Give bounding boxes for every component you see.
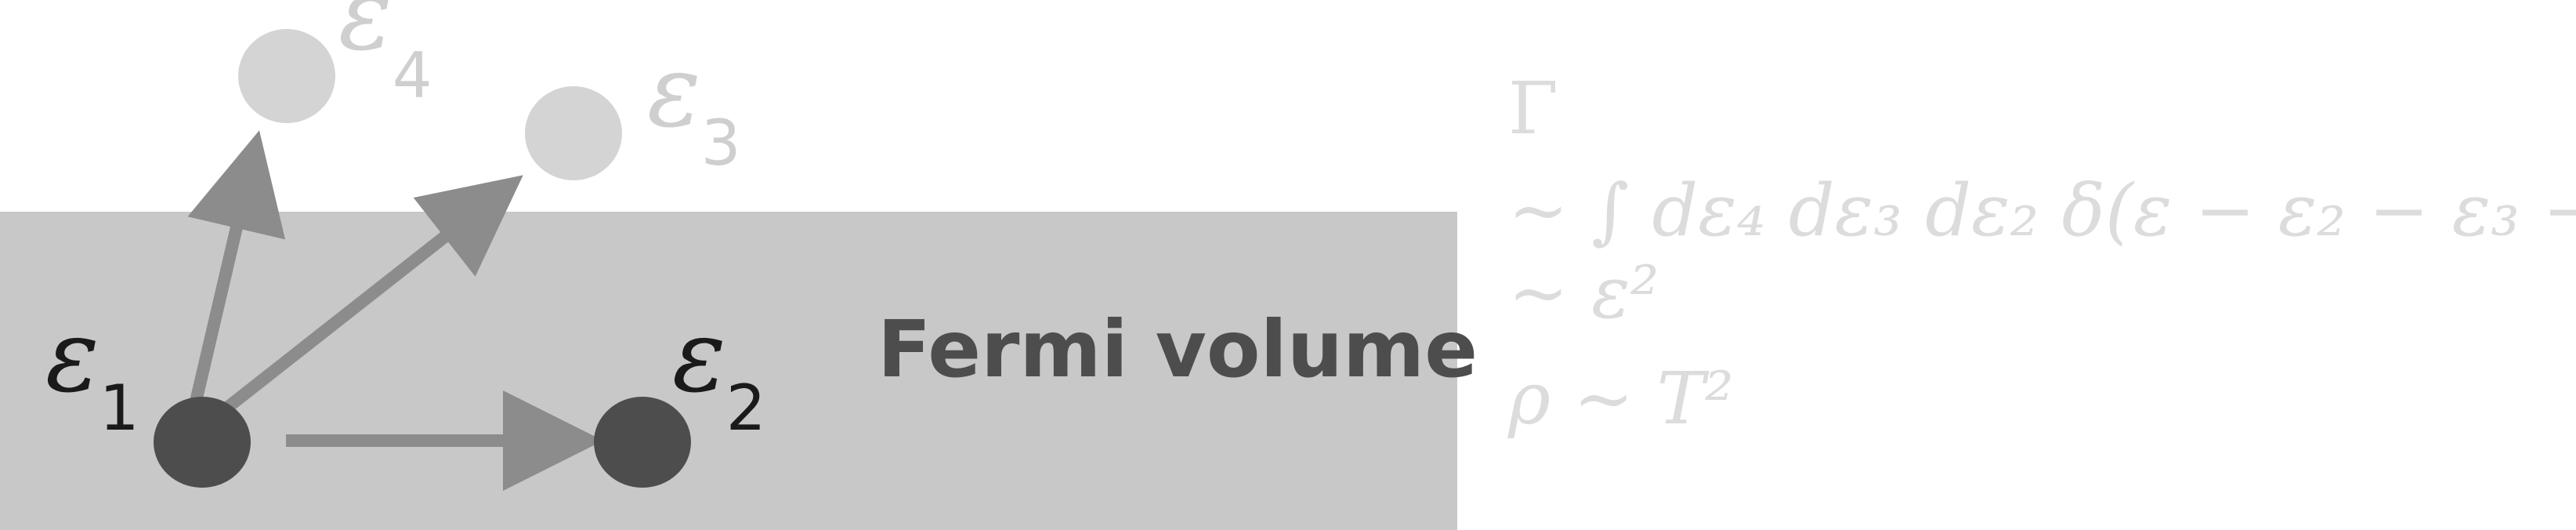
fermi-volume-label: Fermi volume [877,303,1478,395]
fermi-volume-region [0,212,1457,530]
label-eps2: ε2 [672,298,766,445]
formula-line-integral: ~ ∫ dε₄ dε₃ dε₂ δ(ε − ε₂ − ε₃ − ε₄) [1508,169,2576,252]
particle-eps4 [238,29,335,123]
formula-line-resistivity: ρ ~ T² [1507,357,1734,441]
label-eps3: ε3 [647,33,741,180]
arrow-eps1-to-eps3 [223,175,523,413]
formula-line-epsilon-squared: ~ ε² [1508,251,1659,335]
particle-eps2 [594,397,691,488]
formula-line-gamma: Γ [1508,67,1558,151]
arrow-eps1-to-eps4 [187,130,286,403]
particle-eps1 [154,397,251,488]
label-eps4: ε4 [338,0,432,112]
label-eps1: ε1 [45,298,139,445]
particle-eps3 [525,86,622,180]
